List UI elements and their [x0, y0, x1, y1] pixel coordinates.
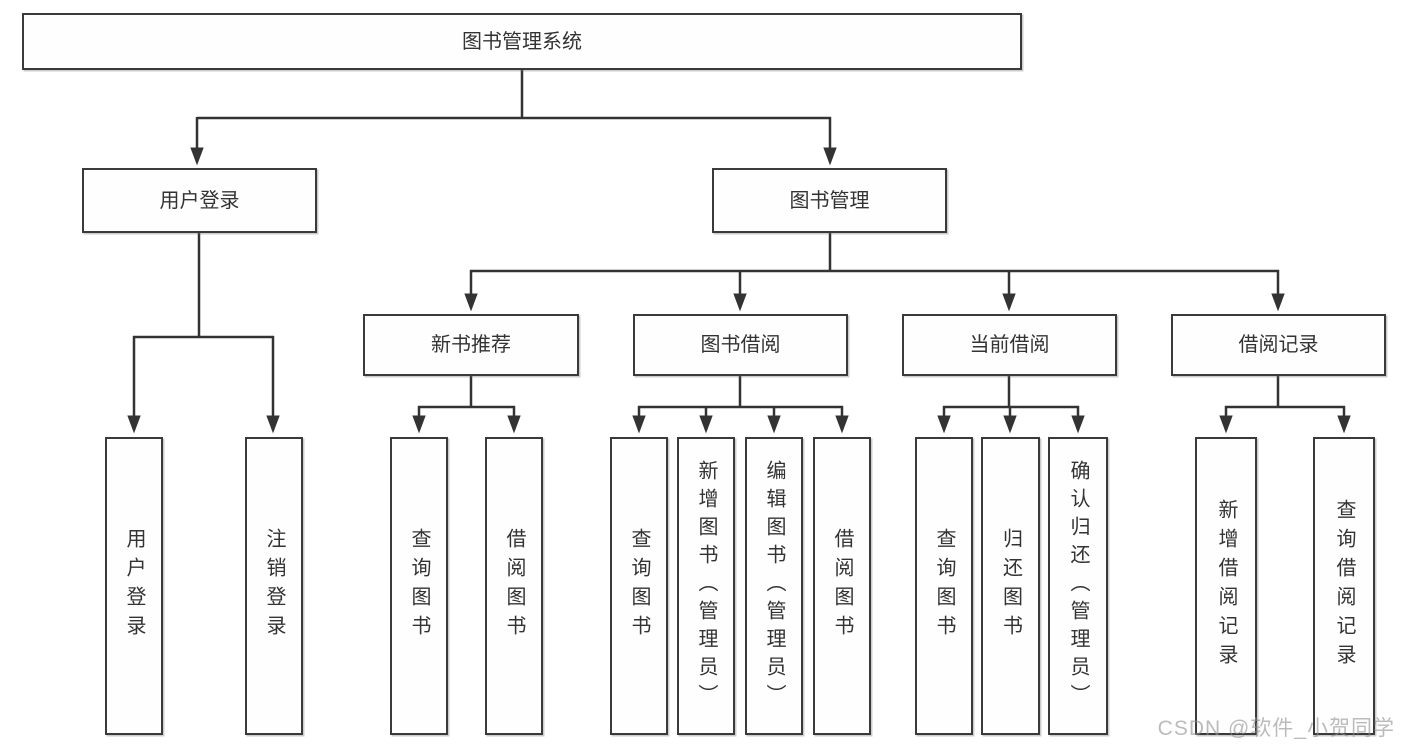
leaf-query-books-borrow: 查询图书 — [610, 437, 668, 735]
leaf-return-books: 归还图书 — [981, 437, 1040, 735]
csdn-watermark: CSDN @软件_小贺同学 — [1157, 717, 1395, 740]
leaf-edit-books-admin: 编辑图书（管理员） — [745, 437, 803, 735]
node-borrow-records: 借阅记录 — [1171, 314, 1386, 376]
node-current-borrow: 当前借阅 — [902, 314, 1117, 376]
node-new-book-recommend: 新书推荐 — [363, 314, 579, 376]
node-user-login: 用户登录 — [82, 168, 317, 233]
leaf-logout: 注销登录 — [245, 437, 303, 735]
node-root-library-system: 图书管理系统 — [22, 13, 1022, 70]
leaf-user-login: 用户登录 — [105, 437, 163, 735]
leaf-borrow-books-recommend: 借阅图书 — [485, 437, 543, 735]
leaf-borrow-books: 借阅图书 — [813, 437, 871, 735]
leaf-query-books-recommend: 查询图书 — [390, 437, 448, 735]
leaf-confirm-return-admin: 确认归还（管理员） — [1048, 437, 1108, 735]
leaf-query-books-current: 查询图书 — [915, 437, 973, 735]
leaf-add-borrow-record: 新增借阅记录 — [1195, 437, 1257, 735]
node-book-borrow: 图书借阅 — [633, 314, 848, 376]
node-book-management: 图书管理 — [712, 168, 947, 233]
leaf-query-borrow-record: 查询借阅记录 — [1313, 437, 1375, 735]
leaf-add-books-admin: 新增图书（管理员） — [677, 437, 735, 735]
